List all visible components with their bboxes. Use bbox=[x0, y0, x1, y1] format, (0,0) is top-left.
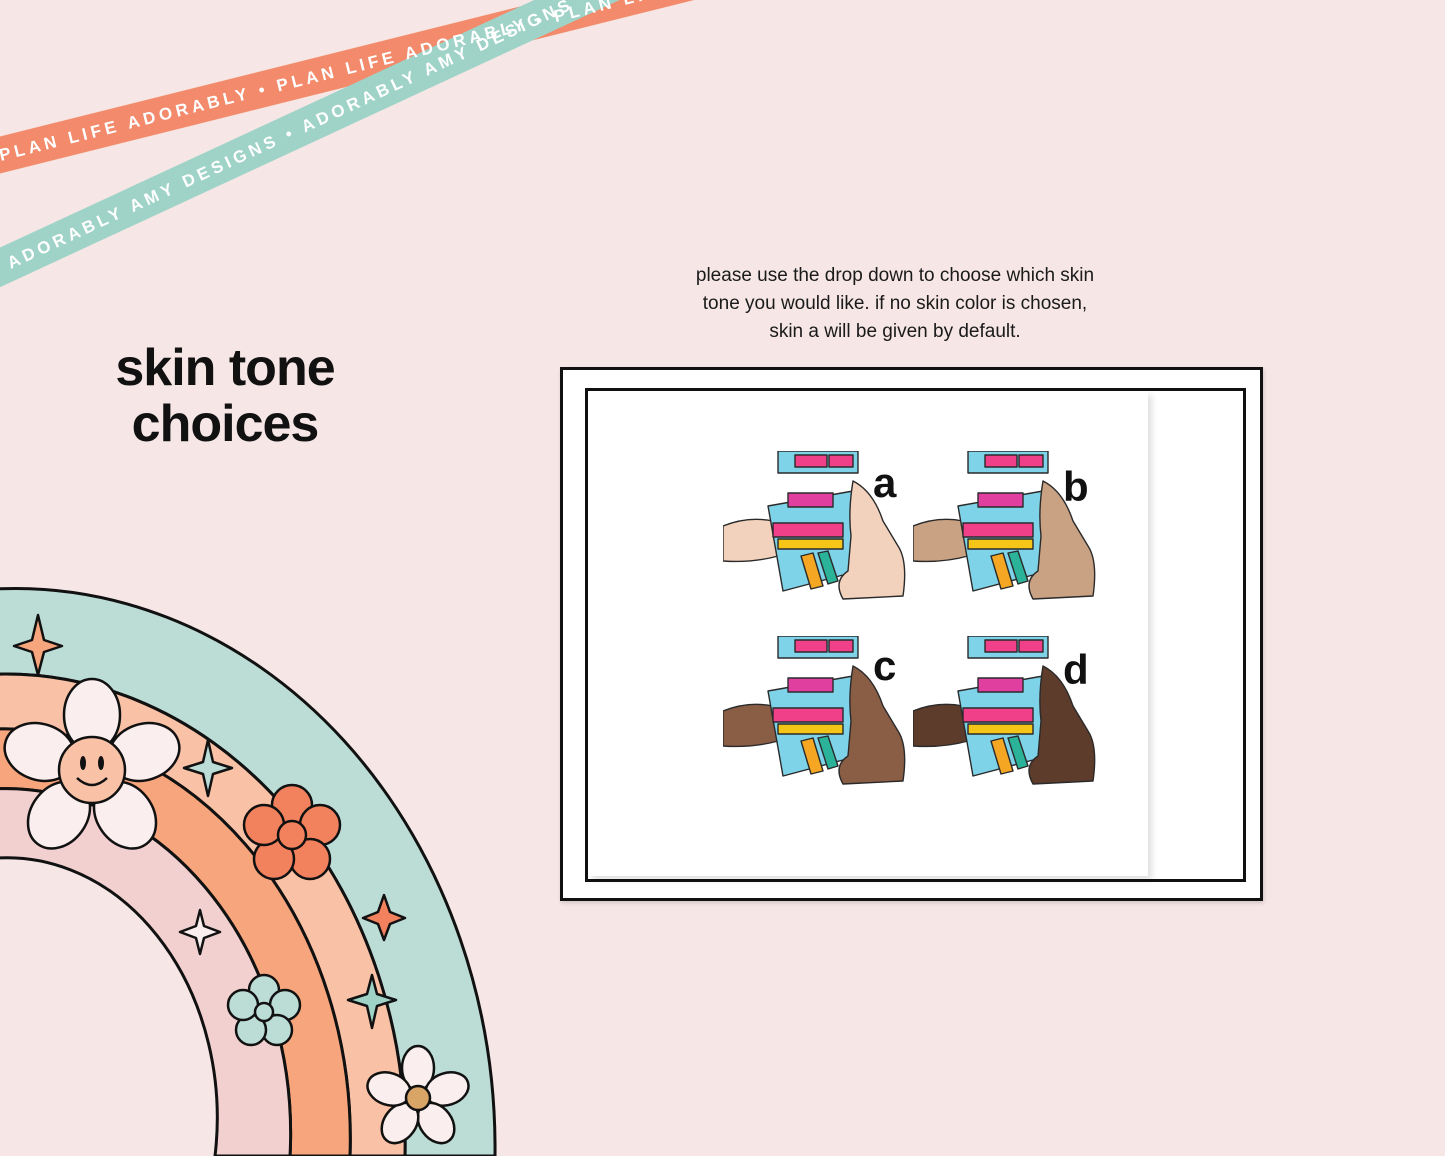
camera-stripe-pink bbox=[772, 707, 844, 723]
camera-stripe-yellow bbox=[777, 723, 844, 735]
left-hand bbox=[723, 703, 779, 748]
camera-stripe-yellow bbox=[777, 538, 844, 550]
sparkle-icon bbox=[182, 738, 234, 798]
instructions-line-3: skin a will be given by default. bbox=[769, 321, 1021, 342]
option-letter: d bbox=[1063, 646, 1089, 693]
teal-ribbon bbox=[0, 0, 620, 288]
camera-stripe-pink bbox=[772, 522, 844, 538]
camera-lens-strip bbox=[977, 677, 1024, 693]
rainbow-decoration bbox=[0, 587, 497, 1156]
camera-flash-right bbox=[828, 454, 854, 468]
skin-option-a: a bbox=[723, 451, 913, 611]
coral-flower-icon bbox=[242, 783, 342, 881]
camera-lens-strip bbox=[977, 492, 1024, 508]
camera-flash bbox=[794, 639, 828, 653]
camera-stripe-teal bbox=[1007, 550, 1029, 585]
white-flower-icon bbox=[366, 1044, 470, 1145]
sparkle-icon bbox=[361, 893, 407, 942]
instructions-line-2: tone you would like. if no skin color is… bbox=[702, 293, 1088, 314]
camera-stripe-teal bbox=[817, 735, 839, 770]
camera-flash-right bbox=[828, 639, 854, 653]
camera-stripe-teal bbox=[1007, 735, 1029, 770]
option-letter: b bbox=[1063, 463, 1089, 510]
left-hand bbox=[913, 703, 969, 748]
smiley-flower-icon bbox=[3, 677, 181, 850]
camera-with-hands-icon bbox=[913, 451, 1096, 600]
title-line-1: skin tone bbox=[115, 339, 335, 397]
camera-with-hands-icon bbox=[723, 636, 906, 785]
instructions-line-1: please use the drop down to choose which… bbox=[695, 265, 1095, 286]
page-title: skin tone choices bbox=[60, 340, 390, 452]
camera-flash bbox=[984, 639, 1018, 653]
camera-stripe-orange bbox=[990, 552, 1014, 590]
camera-stripe-orange bbox=[990, 737, 1014, 775]
camera-lens-strip bbox=[787, 492, 834, 508]
camera-stripe-orange bbox=[800, 737, 824, 775]
camera-with-hands-icon bbox=[723, 451, 906, 600]
camera-stripe-yellow bbox=[967, 538, 1034, 550]
left-hand bbox=[723, 518, 779, 563]
decorative-ribbons: PLAN LIFE ADORABLY • PLAN LIFE ADORABLY … bbox=[0, 0, 696, 288]
camera-stripe-teal bbox=[817, 550, 839, 585]
right-hand bbox=[838, 665, 906, 785]
right-hand bbox=[838, 480, 906, 600]
camera-with-hands-icon bbox=[913, 636, 1096, 785]
camera-stripe-pink bbox=[962, 707, 1034, 723]
instructions-text: please use the drop down to choose which… bbox=[645, 262, 1145, 346]
camera-stripe-yellow bbox=[967, 723, 1034, 735]
camera-stripe-orange bbox=[800, 552, 824, 590]
skin-option-d: d bbox=[913, 636, 1103, 796]
sparkle-icon bbox=[178, 908, 222, 956]
option-letter: c bbox=[873, 642, 897, 689]
camera-flash bbox=[794, 454, 828, 468]
camera-lens-strip bbox=[787, 677, 834, 693]
camera-flash-right bbox=[1018, 454, 1044, 468]
preview-frame-inner: a b bbox=[585, 388, 1246, 882]
camera-flash-right bbox=[1018, 639, 1044, 653]
right-hand bbox=[1028, 665, 1096, 785]
preview-paper: a b bbox=[588, 391, 1148, 876]
camera-stripe-pink bbox=[962, 522, 1034, 538]
right-hand bbox=[1028, 480, 1096, 600]
sparkle-icon bbox=[12, 613, 64, 677]
camera-flash bbox=[984, 454, 1018, 468]
skin-option-c: c bbox=[723, 636, 913, 796]
title-line-2: choices bbox=[131, 395, 320, 453]
teal-flower-icon bbox=[226, 973, 302, 1047]
option-letter: a bbox=[873, 459, 897, 506]
sparkle-icon bbox=[346, 973, 398, 1030]
preview-frame: a b bbox=[560, 367, 1263, 901]
left-hand bbox=[913, 518, 969, 563]
skin-option-b: b bbox=[913, 451, 1103, 611]
